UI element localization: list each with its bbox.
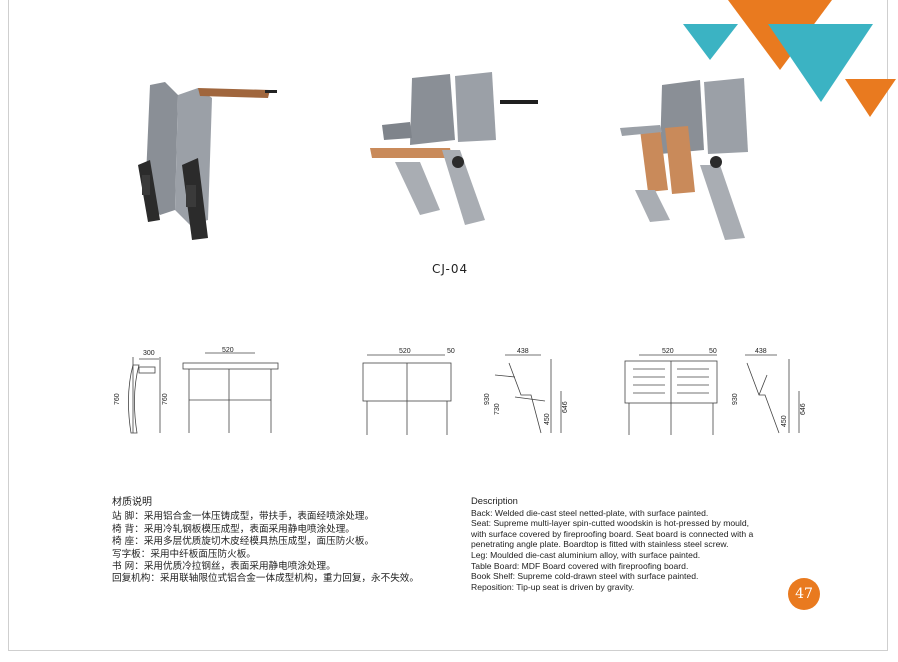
cn-line: 写字板：采用中纤板面压防火板。 [112,548,256,560]
dim-d6-h2: 450 [781,415,788,427]
dim-d6-h1: 930 [732,393,739,405]
dim-d3-width: 520 [399,348,411,355]
dim-d2-width: 520 [222,347,234,354]
material-description-en: Description Back: Welded die-cast steel … [471,495,801,592]
en-line: with surface covered by fireproofing boa… [471,528,754,539]
dim-d5-gap: 50 [709,348,717,355]
dim-d6-h3: 646 [800,403,807,415]
decorative-triangles [683,0,896,117]
technical-drawings: 300 760 760 520 520 50 438 930 730 450 6… [114,347,807,435]
dim-d1-height-left: 760 [114,393,121,405]
en-line: penetrating angle plate. Boardtop is fit… [471,539,729,550]
dim-d4-h4: 646 [562,401,569,413]
page-border-left [8,0,9,650]
model-code: CJ-04 [432,262,469,276]
chair-photo-front [370,72,538,225]
dim-d4-h2: 730 [494,403,501,415]
material-description-cn: 材质说明 站 脚：采用铝合金一体压铸成型，带扶手，表面经喷涂处理。 椅 背：采用… [112,497,442,586]
cn-line: 书 网：采用优质冷拉钢丝，表面采用静电喷涂处理。 [112,561,336,573]
en-line: Table Board: MDF Board covered with fire… [471,560,689,571]
en-line: Book Shelf: Supreme cold-drawn steel wit… [471,571,699,582]
dim-d6-depth: 438 [755,348,767,355]
teal-triangle-left [683,24,738,60]
en-line: Reposition: Tip-up seat is driven by gra… [471,581,635,592]
chair-photo-folded [620,78,748,240]
en-line: Leg: Moulded die-cast aluminium alloy, w… [471,549,701,560]
cn-line: 站 脚：采用铝合金一体压铸成型，带扶手，表面经喷涂处理。 [112,511,375,523]
drawing-front-2: 520 [182,347,279,433]
dim-d4-depth: 438 [517,348,529,355]
drawing-front-5: 520 50 [624,348,718,435]
dim-d5-width: 520 [662,348,674,355]
dim-d4-h3: 450 [544,413,551,425]
cn-line: 回复机构：采用联轴限位式铝合金一体成型机构，重力回复，永不失效。 [112,573,419,585]
dim-d4-h1: 930 [484,393,491,405]
cn-line: 椅 座：采用多层优质旋切木皮经模具热压成型，面压防火板。 [112,536,375,548]
page-border-bottom [8,650,888,651]
cn-line: 椅 背：采用冷轧钢板模压成型，表面采用静电喷涂处理。 [112,523,355,535]
dim-d1-height-right: 760 [162,393,169,405]
page-border-right [887,0,888,650]
teal-triangle-right [768,24,873,102]
en-line: Back: Welded die-cast steel netted-plate… [471,507,709,518]
orange-triangle-small [845,79,896,117]
chair-photo-side [138,82,277,240]
drawing-front-3: 520 50 [362,348,455,435]
en-line: Seat: Supreme multi-layer spin-cutted wo… [471,518,749,529]
drawing-side-4: 438 930 730 450 646 [484,348,569,434]
dim-d3-gap: 50 [447,348,455,355]
en-title: Description [471,495,518,506]
drawing-side-1: 300 760 760 [114,350,169,434]
product-photos [138,72,748,240]
drawing-side-6: 438 930 450 646 [732,348,807,434]
cn-title: 材质说明 [112,497,152,508]
page-number-badge: 47 [788,578,820,610]
dim-d1-top: 300 [143,350,155,357]
